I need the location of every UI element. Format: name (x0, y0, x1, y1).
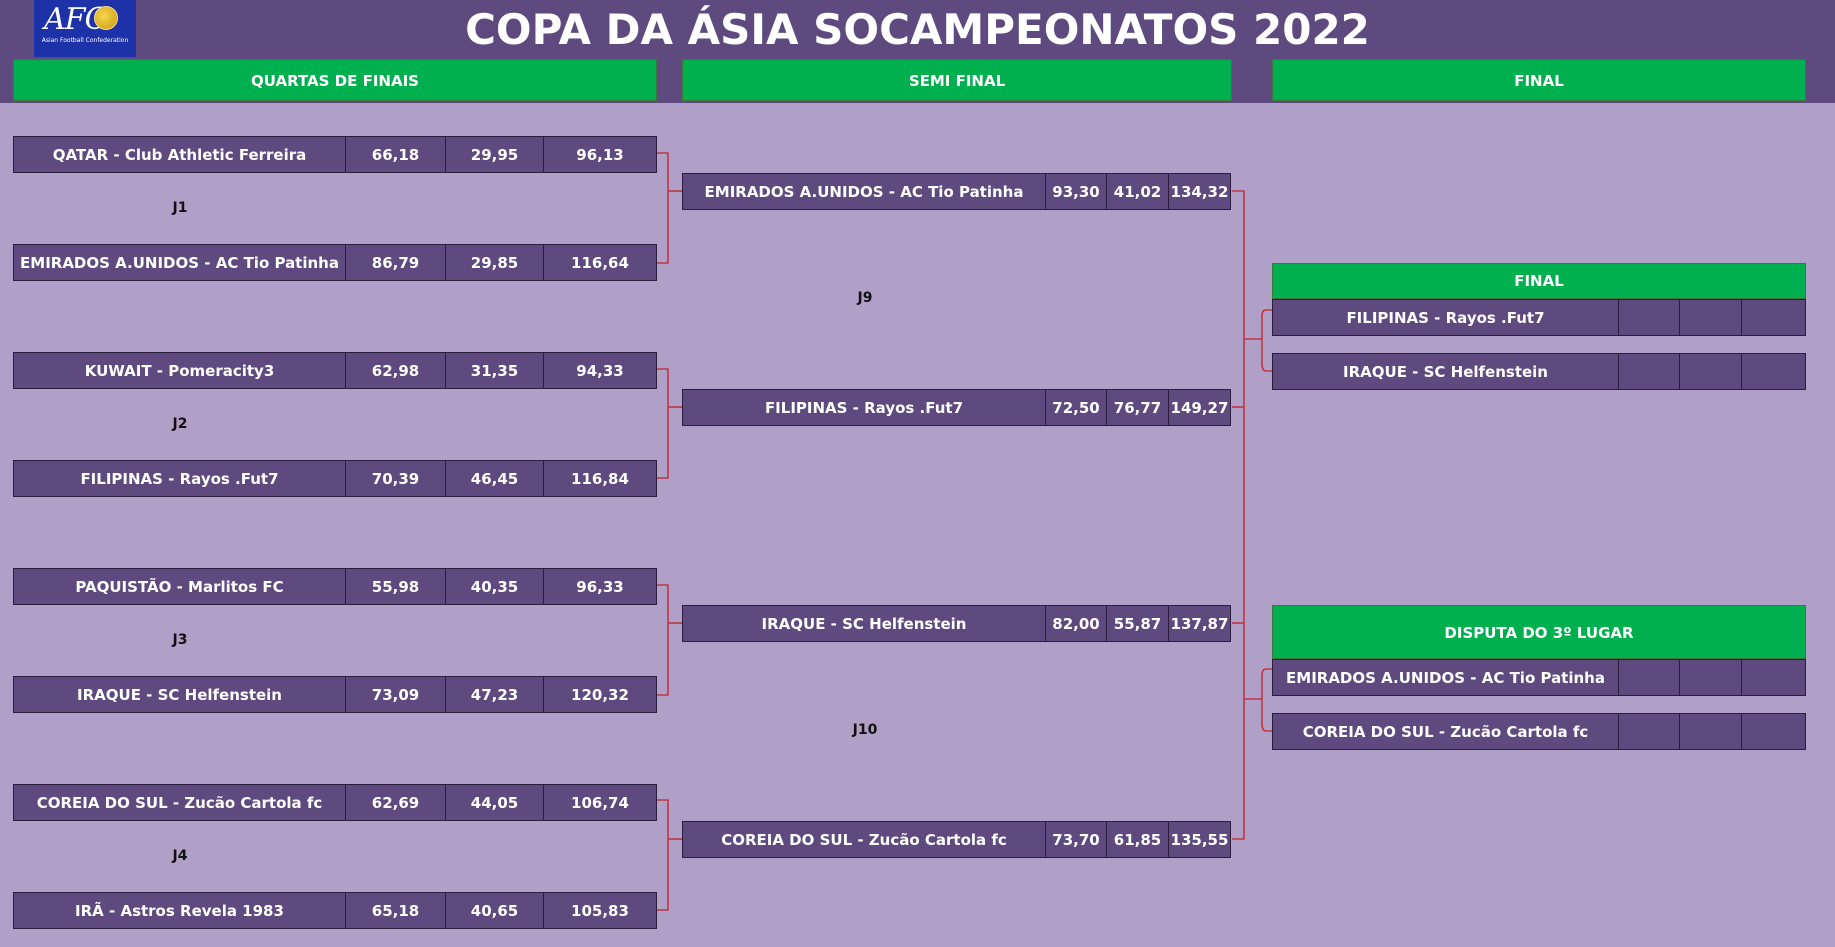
score-1: 62,69 (345, 784, 446, 821)
score-2: 41,02 (1106, 173, 1169, 210)
final-team1: FILIPINAS - Rayos .Fut7 (1272, 299, 1806, 336)
score-1: 66,18 (345, 136, 446, 173)
score-1: 55,98 (345, 568, 446, 605)
score-2 (1679, 299, 1742, 336)
score-total (1741, 299, 1806, 336)
score-total: 116,84 (543, 460, 657, 497)
qf-j3-team2: IRAQUE - SC Helfenstein 73,09 47,23 120,… (13, 676, 657, 713)
score-total: 94,33 (543, 352, 657, 389)
score-2: 40,35 (445, 568, 544, 605)
team-name: COREIA DO SUL - Zucão Cartola fc (13, 784, 346, 821)
sf-j9-team2: FILIPINAS - Rayos .Fut7 72,50 76,77 149,… (682, 389, 1231, 426)
score-total: 137,87 (1168, 605, 1231, 642)
qf-j1-team1: QATAR - Club Athletic Ferreira 66,18 29,… (13, 136, 657, 173)
score-total: 120,32 (543, 676, 657, 713)
team-name: FILIPINAS - Rayos .Fut7 (13, 460, 346, 497)
match-label: J1 (172, 200, 188, 216)
score-total: 116,64 (543, 244, 657, 281)
score-2: 31,35 (445, 352, 544, 389)
page-title: COPA DA ÁSIA SOCAMPEONATOS 2022 (465, 5, 1370, 54)
team-name: EMIRADOS A.UNIDOS - AC Tio Patinha (13, 244, 346, 281)
score-2: 29,85 (445, 244, 544, 281)
score-total: 105,83 (543, 892, 657, 929)
team-name: IRAQUE - SC Helfenstein (13, 676, 346, 713)
score-1 (1618, 353, 1680, 390)
score-total: 135,55 (1168, 821, 1231, 858)
team-name: COREIA DO SUL - Zucão Cartola fc (682, 821, 1046, 858)
qf-j2-team2: FILIPINAS - Rayos .Fut7 70,39 46,45 116,… (13, 460, 657, 497)
score-total: 149,27 (1168, 389, 1231, 426)
team-name: QATAR - Club Athletic Ferreira (13, 136, 346, 173)
match-label: J3 (172, 632, 188, 648)
qf-j3-team1: PAQUISTÃO - Marlitos FC 55,98 40,35 96,3… (13, 568, 657, 605)
third-team1: EMIRADOS A.UNIDOS - AC Tio Patinha (1272, 659, 1806, 696)
third-place-header: DISPUTA DO 3º LUGAR (1272, 605, 1806, 659)
score-1: 93,30 (1045, 173, 1107, 210)
score-2: 61,85 (1106, 821, 1169, 858)
match-label: J10 (852, 722, 878, 738)
team-name: PAQUISTÃO - Marlitos FC (13, 568, 346, 605)
match-label: J9 (857, 290, 873, 306)
team-name: EMIRADOS A.UNIDOS - AC Tio Patinha (682, 173, 1046, 210)
team-name: IRAQUE - SC Helfenstein (682, 605, 1046, 642)
score-total: 96,13 (543, 136, 657, 173)
score-2: 44,05 (445, 784, 544, 821)
score-2: 47,23 (445, 676, 544, 713)
score-1 (1618, 299, 1680, 336)
score-1: 70,39 (345, 460, 446, 497)
score-1: 65,18 (345, 892, 446, 929)
score-total (1741, 353, 1806, 390)
score-1: 86,79 (345, 244, 446, 281)
score-1 (1618, 659, 1680, 696)
match-label: J2 (172, 416, 188, 432)
qf-j4-team1: COREIA DO SUL - Zucão Cartola fc 62,69 4… (13, 784, 657, 821)
sf-j10-team1: IRAQUE - SC Helfenstein 82,00 55,87 137,… (682, 605, 1231, 642)
sf-j9-team1: EMIRADOS A.UNIDOS - AC Tio Patinha 93,30… (682, 173, 1231, 210)
score-total: 96,33 (543, 568, 657, 605)
team-name: COREIA DO SUL - Zucão Cartola fc (1272, 713, 1619, 750)
afc-logo: AFC Asian Football Confederation (34, 0, 136, 57)
qf-j1-team2: EMIRADOS A.UNIDOS - AC Tio Patinha 86,79… (13, 244, 657, 281)
title-bar (0, 0, 1835, 57)
score-1: 73,70 (1045, 821, 1107, 858)
third-team2: COREIA DO SUL - Zucão Cartola fc (1272, 713, 1806, 750)
score-total: 106,74 (543, 784, 657, 821)
sf-j10-team2: COREIA DO SUL - Zucão Cartola fc 73,70 6… (682, 821, 1231, 858)
final-header: FINAL (1272, 263, 1806, 299)
score-2: 29,95 (445, 136, 544, 173)
team-name: IRÃ - Astros Revela 1983 (13, 892, 346, 929)
logo-ball-icon (94, 6, 118, 30)
stage-header-quarters: QUARTAS DE FINAIS (13, 59, 657, 101)
team-name: FILIPINAS - Rayos .Fut7 (1272, 299, 1619, 336)
score-1: 82,00 (1045, 605, 1107, 642)
team-name: KUWAIT - Pomeracity3 (13, 352, 346, 389)
qf-j2-team1: KUWAIT - Pomeracity3 62,98 31,35 94,33 (13, 352, 657, 389)
score-2 (1679, 353, 1742, 390)
final-team2: IRAQUE - SC Helfenstein (1272, 353, 1806, 390)
score-total (1741, 659, 1806, 696)
match-label: J4 (172, 848, 188, 864)
score-total: 134,32 (1168, 173, 1231, 210)
score-2 (1679, 713, 1742, 750)
score-2: 40,65 (445, 892, 544, 929)
score-2: 55,87 (1106, 605, 1169, 642)
stage-header-final: FINAL (1272, 59, 1806, 101)
score-2: 46,45 (445, 460, 544, 497)
team-name: IRAQUE - SC Helfenstein (1272, 353, 1619, 390)
score-total (1741, 713, 1806, 750)
team-name: EMIRADOS A.UNIDOS - AC Tio Patinha (1272, 659, 1619, 696)
qf-j4-team2: IRÃ - Astros Revela 1983 65,18 40,65 105… (13, 892, 657, 929)
score-2: 76,77 (1106, 389, 1169, 426)
score-2 (1679, 659, 1742, 696)
score-1: 73,09 (345, 676, 446, 713)
team-name: FILIPINAS - Rayos .Fut7 (682, 389, 1046, 426)
score-1: 72,50 (1045, 389, 1107, 426)
logo-subtitle: Asian Football Confederation (41, 37, 129, 44)
stage-header-semi: SEMI FINAL (682, 59, 1232, 101)
score-1: 62,98 (345, 352, 446, 389)
score-1 (1618, 713, 1680, 750)
